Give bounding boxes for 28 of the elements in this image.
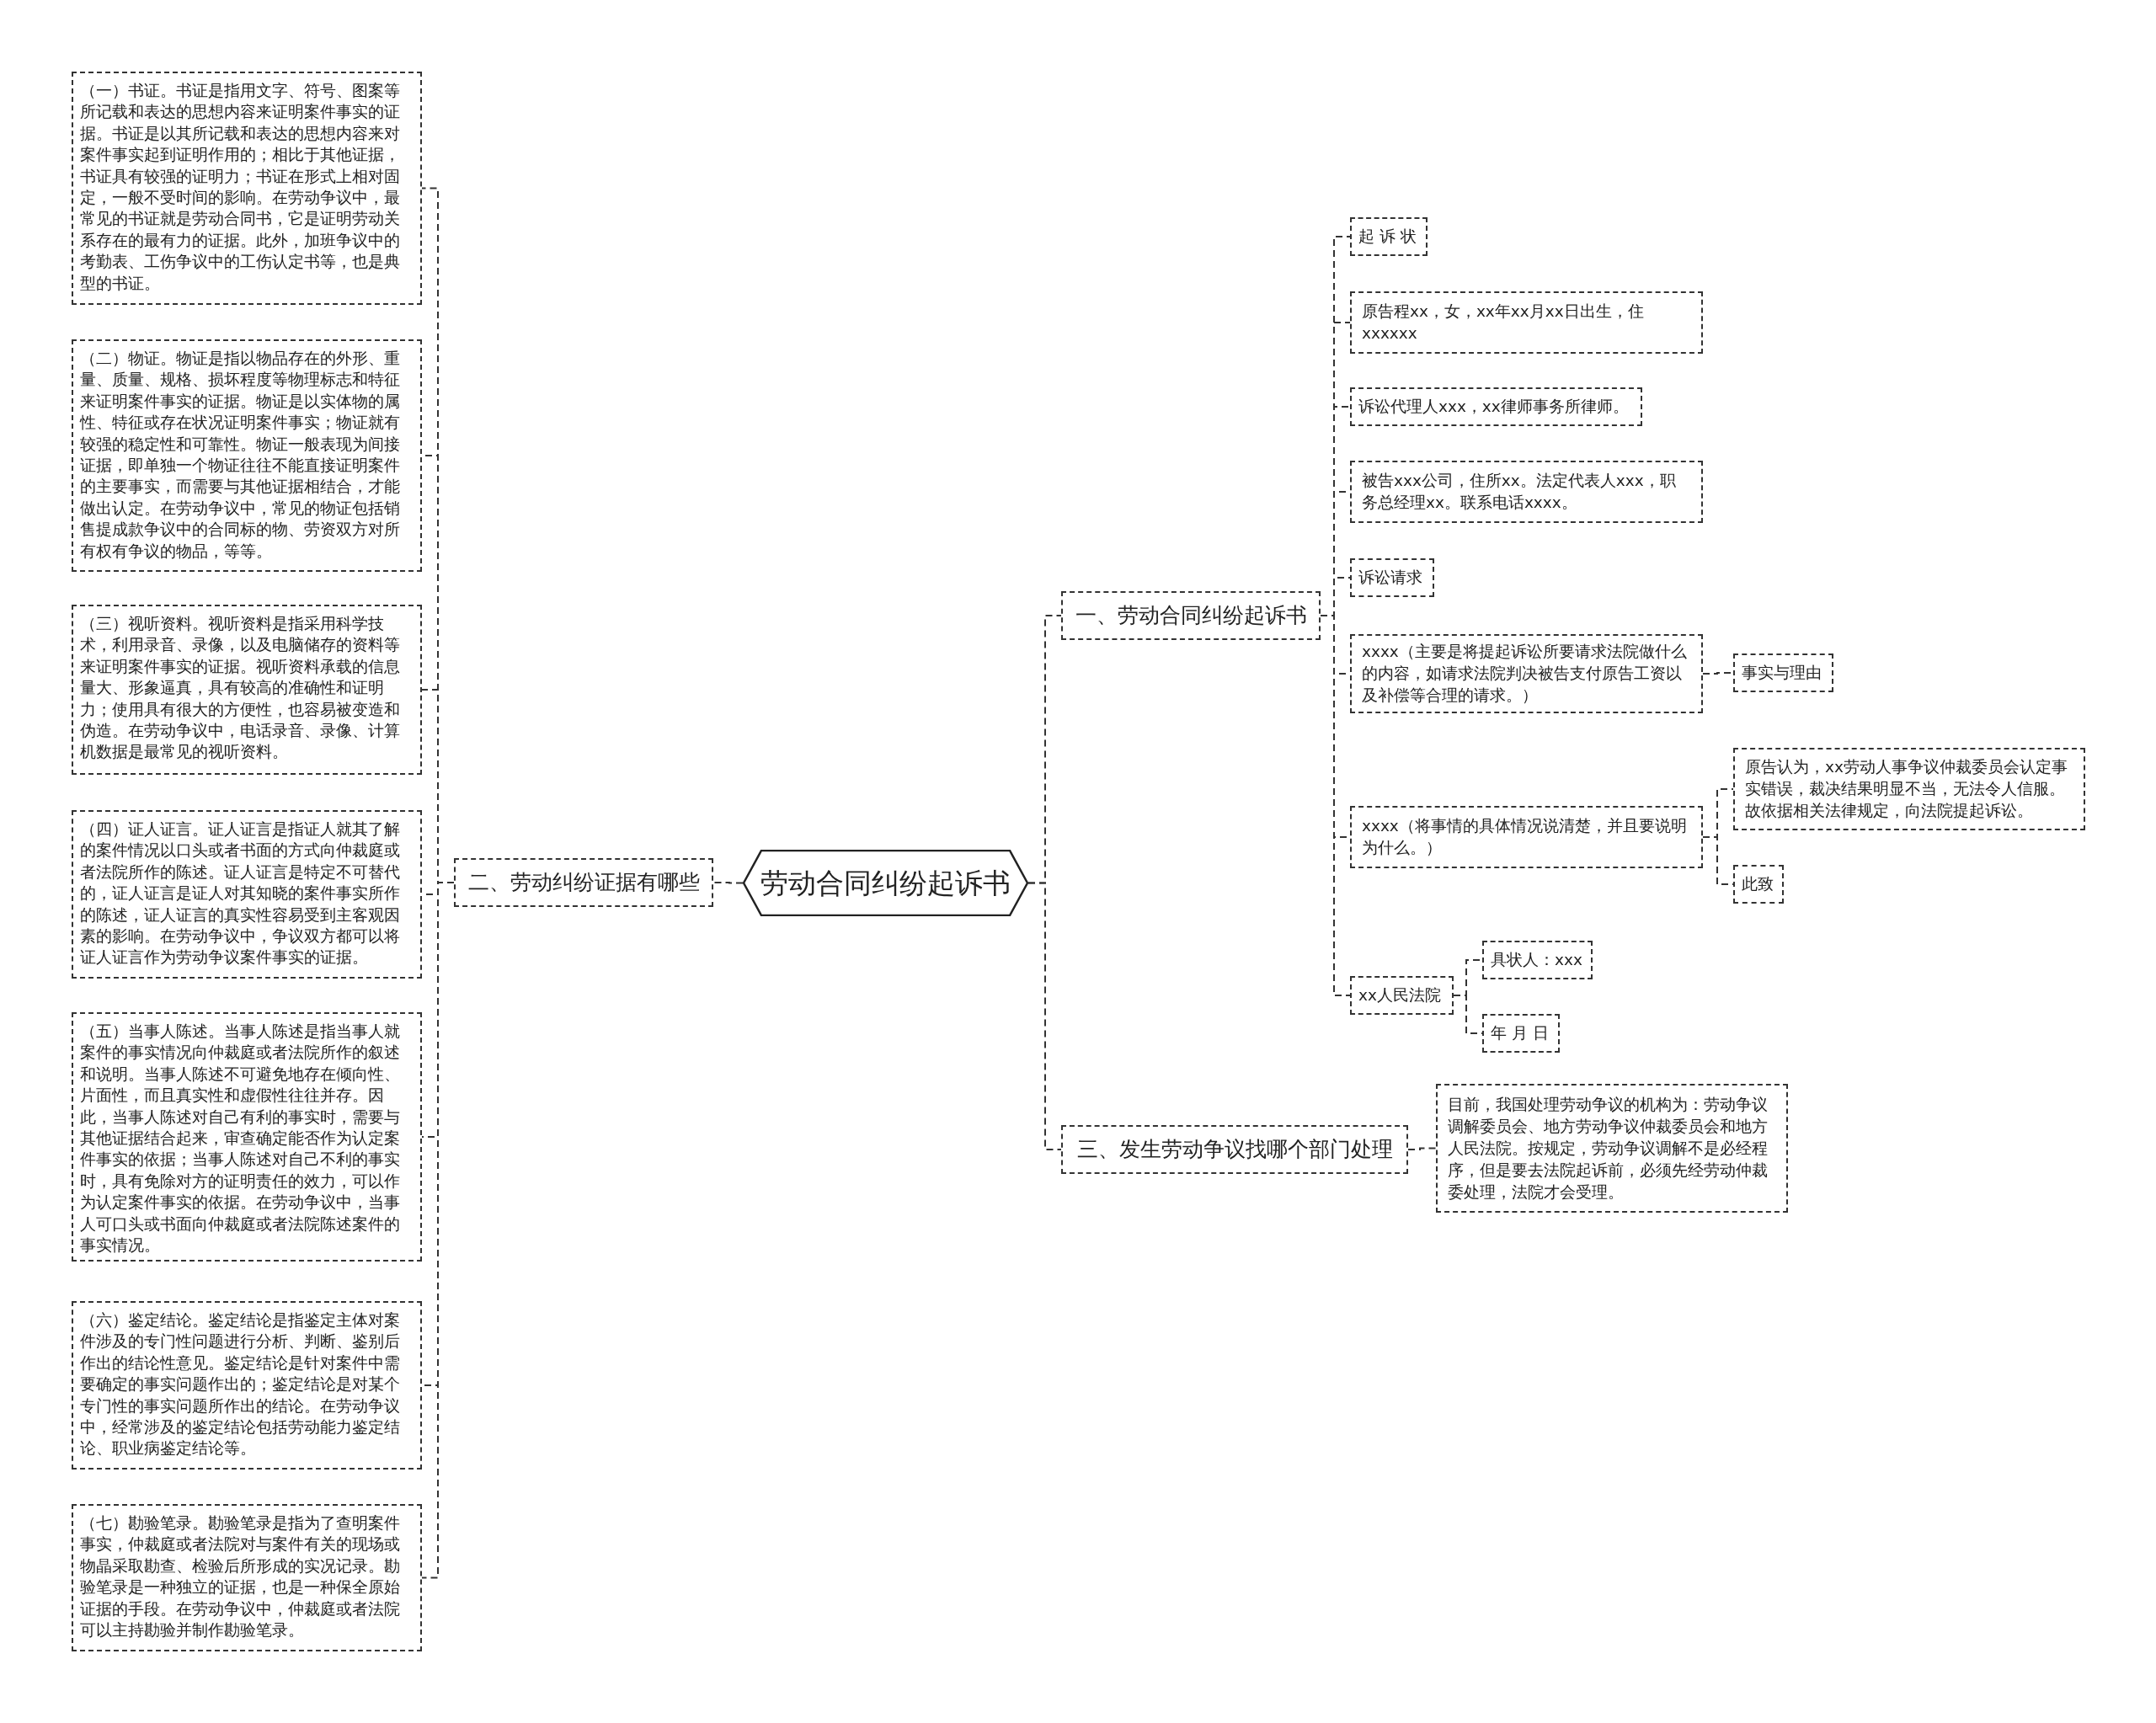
topic-box: 事实与理由 [1733, 653, 1833, 692]
topic-box: 具状人：xxx [1482, 941, 1593, 979]
branch-topic-box: 三、发生劳动争议找哪个部门处理 [1061, 1125, 1408, 1174]
connector-line [712, 882, 744, 884]
central-topic: 劳动合同纠纷起诉书 [743, 850, 1028, 916]
evidence-text-box: （三）视听资料。视听资料是指采用科学技术，利用录音、录像，以及电脑储存的资料等来证明案件事实的证据。视听资料承载的信息量大、形象逼真，具有较高的准确性和证明力；使用具有很大的方便性，也容易被变造和伪造。在劳动争议中，电话录音、录像、计算机数据是最常见的视听资料。 [72, 605, 422, 775]
evidence-text-box: （二）物证。物证是指以物品存在的外形、重量、质量、规格、损坏程度等物理标志和特征来证明案件事实的证据。物证是以实体物的属性、特征或存在状况证明案件事实；物证就有较强的稳定性和可靠性。物证一般表现为间接证据，即单独一个物证往往不能直接证明案件的主要事实，而需要与其他证据相结合，才能做出认定。在劳动争议中，常见的物证包括销售提成款争议中的合同标的物、劳资双方对所有权有争议的物品，等等。 [72, 339, 422, 572]
branch-topic-box: 二、劳动纠纷证据有哪些 [454, 858, 713, 907]
topic-box: 诉讼请求 [1350, 558, 1434, 597]
topic-box: 原告程xx，女，xx年xx月xx日出生，住xxxxxx [1350, 291, 1703, 354]
evidence-text-box: （四）证人证言。证人证言是指证人就其了解的案件情况以口头或者书面的方式向仲裁庭或者法院所作的陈述。证人证言是特定不可替代的，证人证言是证人对其知晓的案件事实所作的陈述，证人证言的真实性容易受到主客观因素的影响。在劳动争议中，争议双方都可以将证人证言作为劳动争议案件事实的证据。 [72, 810, 422, 979]
connector-line [1027, 882, 1062, 1150]
connector-line [1407, 1147, 1437, 1150]
topic-box: 目前，我国处理劳动争议的机构为：劳动争议调解委员会、地方劳动争议仲裁委员会和地方人民法院。按规定，劳动争议调解不是必经程序，但是要去法院起诉前，必须先经劳动仲裁委处理，法院才会受理。 [1436, 1084, 1788, 1213]
topic-box: xxxx（主要是将提起诉讼所要请求法院做什么的内容，如请求法院判决被告支付原告工资以及补偿等合理的请求。） [1350, 634, 1703, 713]
topic-box: 年 月 日 [1482, 1014, 1560, 1053]
evidence-text-box: （五）当事人陈述。当事人陈述是指当事人就案件的事实情况向仲裁庭或者法院所作的叙述和说明。当事人陈述不可避免地存在倾向性、片面性，而且真实性和虚假性往往并存。因此，当事人陈述对自己有利的事实时，需要与其他证据结合起来，审查确定能否作为认定案件事实的依据；当事人陈述对自己不利的事实时，具有免除对方的证明责任的效力，可以作为认定案件事实的依据。在劳动争议中，当事人可口头或书面向仲裁庭或者法院陈述案件的事实情况。 [72, 1012, 422, 1262]
topic-box: 被告xxx公司，住所xx。法定代表人xxx，职务总经理xx。联系电话xxxx。 [1350, 461, 1703, 523]
topic-box: 原告认为，xx劳动人事争议仲裁委员会认定事实错误，裁决结果明显不当，无法令人信服。故依据相关法律规定，向法院提起诉讼。 [1733, 748, 2085, 830]
evidence-text-box: （六）鉴定结论。鉴定结论是指鉴定主体对案件涉及的专门性问题进行分析、判断、鉴别后作出的结论性意见。鉴定结论是针对案件中需要确定的事实问题作出的；鉴定结论是对某个专门性的事实问题所作出的结论。在劳动争议中，经常涉及的鉴定结论包括劳动能力鉴定结论、职业病鉴定结论等。 [72, 1301, 422, 1470]
topic-box: xx人民法院 [1350, 976, 1454, 1015]
topic-box: xxxx（将事情的具体情况说清楚，并且要说明为什么。） [1350, 806, 1703, 868]
topic-box: 诉讼代理人xxx，xx律师事务所律师。 [1350, 387, 1642, 426]
branch-topic-box: 一、劳动合同纠纷起诉书 [1061, 591, 1321, 640]
topic-box: 起 诉 状 [1350, 217, 1428, 256]
evidence-text-box: （一）书证。书证是指用文字、符号、图案等所记载和表达的思想内容来证明案件事实的证据。书证是以其所记载和表达的思想内容来对案件事实起到证明作用的；相比于其他证据，书证具有较强的证明力；书证在形式上相对固定，一般不受时间的影响。在劳动争议中，最常见的书证就是劳动合同书，它是证明劳动关系存在的最有力的证据。此外，加班争议中的考勤表、工伤争议中的工伤认定书等，也是典型的书证。 [72, 72, 422, 305]
evidence-text-box: （七）勘验笔录。勘验笔录是指为了查明案件事实，仲裁庭或者法院对与案件有关的现场或物晶采取勘查、检验后所形成的实况记录。勘验笔录是一种独立的证据，也是一种保全原始证据的手段。在劳动争议中，仲裁庭或者法院可以主持勘验并制作勘验笔录。 [72, 1504, 422, 1651]
topic-box: 此致 [1733, 865, 1784, 904]
